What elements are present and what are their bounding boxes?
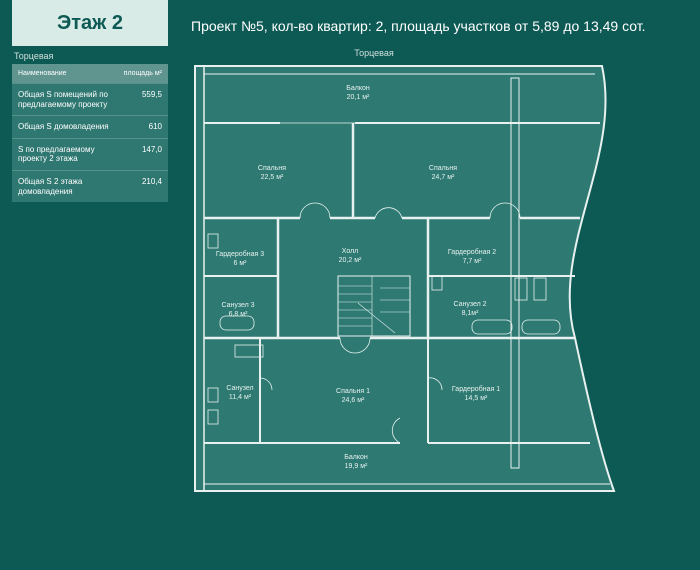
toilet xyxy=(207,387,219,403)
door xyxy=(427,377,443,391)
bathtub xyxy=(471,319,513,335)
plan-area xyxy=(194,65,616,492)
door xyxy=(259,377,273,391)
room-area: 8,1м² xyxy=(462,310,480,317)
room-name: Гардеробная 1 xyxy=(452,385,500,393)
room-area: 7,7 м² xyxy=(463,258,482,265)
room-name: Спальня 1 xyxy=(336,388,370,395)
table-row: Общая S 2 этажа домовладения 210,4 xyxy=(12,169,168,202)
room-area: 6 м² xyxy=(234,260,248,267)
door xyxy=(339,337,371,354)
row-value: 147,0 xyxy=(141,144,162,154)
room-name: Санузел 2 xyxy=(453,301,486,308)
toilet xyxy=(431,275,443,291)
floor-tab[interactable]: Этаж 2 xyxy=(12,0,168,46)
bathtub xyxy=(521,319,561,335)
project-title: Проект №5, кол-во квартир: 2, площадь уч… xyxy=(191,18,646,34)
room-name: Балкон xyxy=(344,454,368,461)
header-area: площадь м² xyxy=(123,70,162,77)
room-area: 6,8 м² xyxy=(229,311,248,318)
table-row: S по предлагаемому проекту 2 этажа 147,0 xyxy=(12,137,168,170)
sink xyxy=(533,277,547,301)
row-value: 210,4 xyxy=(141,176,162,186)
room-name: Санузел 3 xyxy=(221,302,254,309)
bathtub xyxy=(234,344,264,358)
room-area: 19,9 м² xyxy=(345,463,368,470)
facade-label-top: Торцевая xyxy=(354,48,394,58)
room-area: 24,6 м² xyxy=(342,397,365,404)
room-area: 24,7 м² xyxy=(432,174,455,181)
door xyxy=(391,417,401,444)
room-name: Холл xyxy=(342,248,359,255)
door xyxy=(299,202,331,219)
room-area: 20,2 м² xyxy=(339,257,362,264)
row-label: Общая S помещений по предлагаемому проек… xyxy=(18,90,108,109)
room-area: 20,1 м² xyxy=(347,94,370,101)
door xyxy=(489,202,521,219)
table-row: Общая S домовладения 610 xyxy=(12,115,168,138)
door xyxy=(374,207,403,219)
header-name: Наименование xyxy=(18,70,67,77)
bathtub xyxy=(219,315,255,331)
room-name: Санузел xyxy=(226,385,253,392)
sink xyxy=(514,277,528,301)
room-area: 14,5 м² xyxy=(465,395,488,402)
floor-plan: Торцевая xyxy=(194,48,616,492)
room-name: Спальня xyxy=(258,165,286,172)
staircase xyxy=(337,275,411,337)
room-name: Гардеробная 3 xyxy=(216,250,264,258)
row-value: 559,5 xyxy=(141,90,162,99)
column xyxy=(510,77,520,469)
room-name: Гардеробная 2 xyxy=(448,248,496,256)
area-info-table: Наименование площадь м² Общая S помещени… xyxy=(12,64,168,203)
room-area: 11,4 м² xyxy=(229,394,252,401)
table-row: Общая S помещений по предлагаемому проек… xyxy=(12,83,168,115)
room-name: Спальня xyxy=(429,165,457,172)
toilet xyxy=(207,409,219,425)
room-name: Балкон xyxy=(346,85,370,92)
row-value: 610 xyxy=(148,122,162,132)
table-header: Наименование площадь м² xyxy=(12,64,168,83)
facade-label: Торцевая xyxy=(14,51,54,61)
room-area: 22,5 м² xyxy=(261,174,284,181)
stair-steps xyxy=(338,276,410,336)
row-label: Общая S домовладения xyxy=(18,122,109,132)
toilet xyxy=(207,233,219,249)
row-label: Общая S 2 этажа домовладения xyxy=(18,176,83,196)
row-label: S по предлагаемому проекту 2 этажа xyxy=(18,144,95,164)
